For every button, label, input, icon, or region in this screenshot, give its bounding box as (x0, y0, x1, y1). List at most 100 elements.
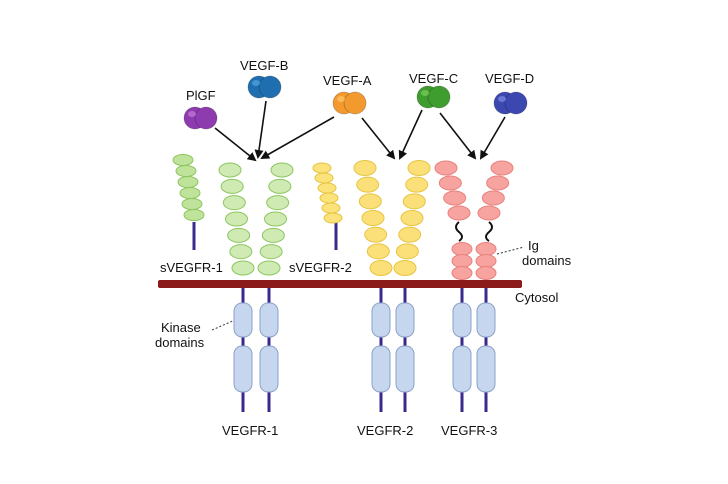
vegfr-3-right-lower-domain-3 (475, 266, 497, 280)
svegfr-1-domain-3 (177, 176, 199, 188)
svegfr-2-domain-6 (323, 212, 343, 224)
ligand-label-vegf-c: VEGF-C (409, 71, 458, 86)
vegfr-2-left-arm-domain-3 (358, 193, 382, 210)
vegfr-1-left-arm-domain-1 (218, 162, 242, 178)
vegfr-2-left-kinase-domain-2 (371, 345, 391, 393)
vegfr-2-right-arm-domain-6 (395, 243, 419, 260)
vegfr-2-left-kinase-domain-1 (371, 302, 391, 338)
vegfr-1-right-arm-domain-3 (266, 195, 290, 211)
svegfr-1-domain-4 (179, 187, 201, 199)
vegfr-2-right-kinase-domain-1 (395, 302, 415, 338)
vegfr-1-left-kinase-domain-1 (233, 302, 253, 338)
vegfr-3-left-lower-domain-3 (451, 266, 473, 280)
ligand-vegfa (332, 91, 367, 115)
vegfr-3-left-lower-domain-1 (451, 242, 473, 256)
ligand-label-pigf: PlGF (186, 88, 216, 103)
svegfr-2-domain-5 (321, 202, 341, 214)
binding-arrows (214, 100, 506, 162)
ligand-vegfd (493, 91, 528, 115)
vegfr-1-right-arm-domain-4 (264, 211, 287, 227)
ligand-label-vegf-a: VEGF-A (323, 73, 372, 88)
arrow-vegfa-to-vegfr2 (361, 117, 396, 160)
ig-domains-leader (496, 246, 525, 255)
vegfr-3-left-arm-domain-3 (443, 190, 467, 206)
label-vegfr-1: VEGFR-1 (222, 423, 278, 438)
vegfr-2-left-arm-domain-5 (364, 226, 388, 243)
vegfr-2-left-arm-domain-1 (353, 160, 377, 176)
ligand-vegfc-monomer-right (427, 85, 451, 109)
label-ig-line-2: domains (522, 253, 572, 268)
ligand-pigf-shine (188, 111, 196, 117)
vegfr-3-left-arm-domain-1 (434, 160, 458, 176)
arrow-vegfb-to-vegfr1 (254, 100, 267, 159)
label-svegfr-2: sVEGFR-2 (289, 260, 352, 275)
svegfr-1-domain-2 (175, 165, 197, 177)
arrow-vegfd-to-vegfr3 (479, 116, 506, 160)
svegfr-2-domain-3 (317, 182, 337, 194)
vegfr-1 (218, 162, 294, 412)
vegfr-2-right-arm-domain-1 (407, 160, 431, 176)
ligand-pigf-monomer-right (194, 106, 218, 130)
ligands-layer (183, 75, 528, 130)
vegfr-2-left-arm-domain-4 (361, 210, 385, 226)
vegfr-1-left-arm-domain-3 (222, 195, 246, 211)
svegfr-1 (172, 154, 205, 250)
svegfr-2-domain-1 (312, 162, 332, 174)
vegfr-3-right-kinase-domain-2 (476, 345, 496, 393)
vegfr-1-right-arm-domain-5 (261, 227, 285, 243)
vegfr-1-right-kinase-domain-2 (259, 345, 279, 393)
ligand-vegfb (247, 75, 282, 99)
ligand-vegfc (416, 85, 451, 109)
label-vegfr-2: VEGFR-2 (357, 423, 413, 438)
vegfr-3-left-lower-domain-2 (451, 254, 473, 268)
svegfr-1-domain-1 (172, 154, 194, 166)
vegfr-2-right-arm-domain-2 (405, 176, 429, 193)
cell-membrane (158, 246, 525, 331)
label-cytosol: Cytosol (515, 290, 558, 305)
arrow-vegfc-to-vegfr3 (439, 112, 477, 160)
ligand-vegfd-shine (498, 96, 506, 102)
vegfr-3-right-arm-domain-1 (490, 160, 514, 176)
vegfr-1-left-kinase-domain-2 (233, 345, 253, 393)
vegfr-1-right-kinase-domain-1 (259, 302, 279, 338)
label-kinase-line-1: Kinase (161, 320, 201, 335)
vegfr-2 (353, 160, 431, 412)
vegfr-2-right-arm-domain-7 (393, 260, 417, 276)
vegfr-1-right-arm-domain-2 (268, 178, 292, 194)
vegfr-3-right-lower-domain-2 (475, 254, 497, 268)
vegfr-3-right-arm-domain-2 (486, 175, 510, 191)
membrane-bar (158, 280, 522, 288)
vegfr-1-left-arm-domain-6 (229, 244, 253, 260)
svegfr-2-domain-2 (314, 172, 334, 184)
label-svegfr-1: sVEGFR-1 (160, 260, 223, 275)
svegfr-1-domain-5 (181, 198, 203, 210)
vegfr-3-left-arm-domain-4 (447, 205, 471, 221)
vegfr-2-right-arm-domain-5 (398, 226, 422, 243)
vegfr-1-right-arm-domain-7 (257, 260, 281, 276)
ligand-vegfa-shine (337, 96, 345, 102)
vegfr-3-right-arm-domain-3 (481, 190, 505, 206)
vegfr-1-left-arm-domain-4 (225, 211, 248, 227)
arrow-pigf-to-vegfr1 (214, 127, 257, 162)
ligand-pigf (183, 106, 218, 130)
vegfr-3-left-kinase-domain-1 (452, 302, 472, 338)
vegfr-3-right-linker (485, 221, 493, 242)
label-vegfr-3: VEGFR-3 (441, 423, 497, 438)
vegfr-2-right-kinase-domain-2 (395, 345, 415, 393)
ligand-vegfa-monomer-right (343, 91, 367, 115)
ligand-vegfb-monomer-right (258, 75, 282, 99)
vegfr-3-right-arm-domain-4 (477, 205, 501, 221)
ligand-vegfd-monomer-right (504, 91, 528, 115)
ligand-vegfb-shine (252, 80, 260, 86)
vegfr-1-right-arm-domain-6 (259, 244, 283, 260)
arrow-vegfc-to-vegfr2 (398, 109, 423, 160)
receptors-layer (172, 154, 514, 412)
vegfr-3-left-linker (455, 221, 463, 242)
kinase-domains-leader (211, 319, 236, 331)
vegfr-2-left-arm-domain-6 (366, 243, 390, 260)
label-ig-line-1: Ig (528, 238, 539, 253)
vegfr-3 (434, 160, 514, 412)
ligand-vegfc-shine (421, 90, 429, 96)
